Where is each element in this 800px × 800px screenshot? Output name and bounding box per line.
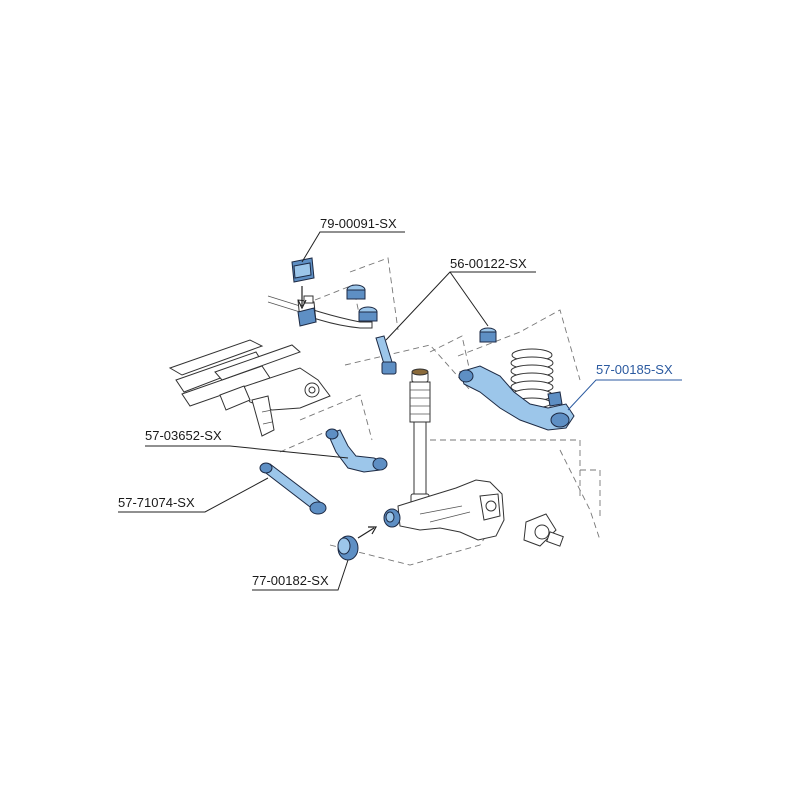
rear-subframe xyxy=(168,339,331,437)
upper-camber-arm-part xyxy=(325,428,388,473)
shock-absorber xyxy=(409,368,431,507)
rear-knuckle xyxy=(397,479,505,541)
highlighted-parts xyxy=(259,257,575,561)
sway-bar-bushing-part xyxy=(291,257,317,327)
label-end-link-bushings: 56-00122-SX xyxy=(450,256,527,271)
label-sway-bar-bushing: 79-00091-SX xyxy=(320,216,397,231)
knuckle-bushing-part xyxy=(337,508,401,561)
lower-control-arm-part xyxy=(458,365,575,431)
sway-bar xyxy=(267,295,373,329)
wheel-hub xyxy=(523,513,564,547)
label-upper-camber-arm: 57-03652-SX xyxy=(145,428,222,443)
part-labels: 79-00091-SX 56-00122-SX 57-00185-SX 57-0… xyxy=(118,216,673,588)
label-lower-control-arm: 57-00185-SX xyxy=(596,362,673,377)
toe-link-part xyxy=(259,462,327,515)
leader-lines xyxy=(118,231,682,591)
label-knuckle-bushing: 77-00182-SX xyxy=(252,573,329,588)
label-toe-link: 57-71074-SX xyxy=(118,495,195,510)
end-link-bushings-part xyxy=(346,284,497,375)
